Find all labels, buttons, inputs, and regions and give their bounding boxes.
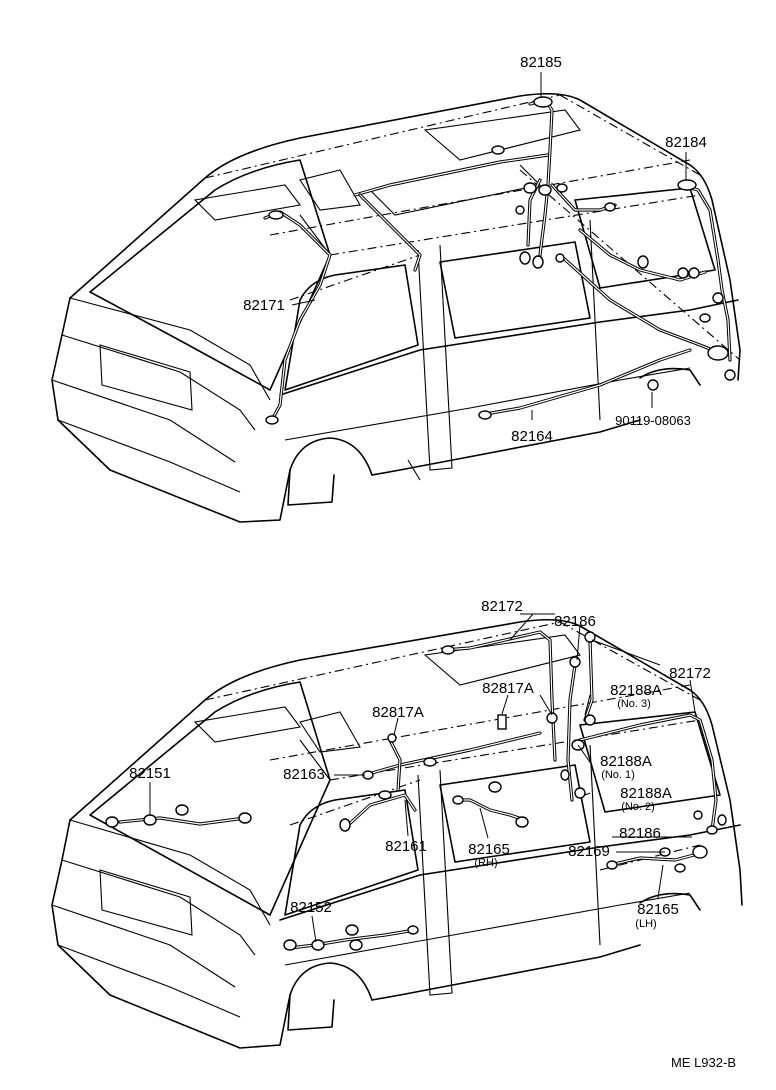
label-82169: 82169 [568, 843, 610, 860]
bottom-van-body [51, 618, 743, 1049]
label-82172-roof: 82172 [481, 598, 523, 615]
label-82161: 82161 [385, 838, 427, 855]
label-90119-08063: 90119-08063 [615, 413, 691, 428]
label-82817A-left: 82817A [372, 704, 424, 721]
label-82163: 82163 [283, 766, 325, 783]
label-82186-lower: 82186 [619, 825, 661, 842]
top-wire-harnesses [263, 98, 732, 422]
top-van-reference-lines [204, 94, 741, 361]
bottom-connectors [105, 631, 727, 951]
label-82184: 82184 [665, 134, 707, 151]
label-82165-rh: 82165 [468, 841, 510, 858]
label-rh: (RH) [474, 857, 497, 869]
bottom-wire-harnesses [118, 630, 718, 950]
label-82165-lh: 82165 [637, 901, 679, 918]
label-no1: (No. 1) [601, 769, 635, 781]
label-82151: 82151 [129, 765, 171, 782]
label-no3: (No. 3) [617, 698, 651, 710]
label-82188A-no2: 82188A [620, 785, 672, 802]
drawing-code: ME L932-B [671, 1055, 736, 1070]
label-no2: (No. 2) [621, 801, 655, 813]
label-82185: 82185 [520, 54, 562, 71]
label-82164: 82164 [511, 428, 553, 445]
label-82186-upper: 82186 [554, 613, 596, 630]
label-82171: 82171 [243, 297, 285, 314]
label-lh: (LH) [635, 918, 656, 930]
label-82188A-no3: 82188A [610, 682, 662, 699]
bottom-leader-lines [149, 613, 696, 943]
label-82172-rear: 82172 [669, 665, 711, 682]
label-82188A-no1: 82188A [600, 753, 652, 770]
top-leader-lines [291, 72, 687, 420]
top-connectors [265, 96, 736, 425]
label-82152: 82152 [290, 899, 332, 916]
top-van-body [51, 92, 741, 523]
label-82817A-center: 82817A [482, 680, 534, 697]
